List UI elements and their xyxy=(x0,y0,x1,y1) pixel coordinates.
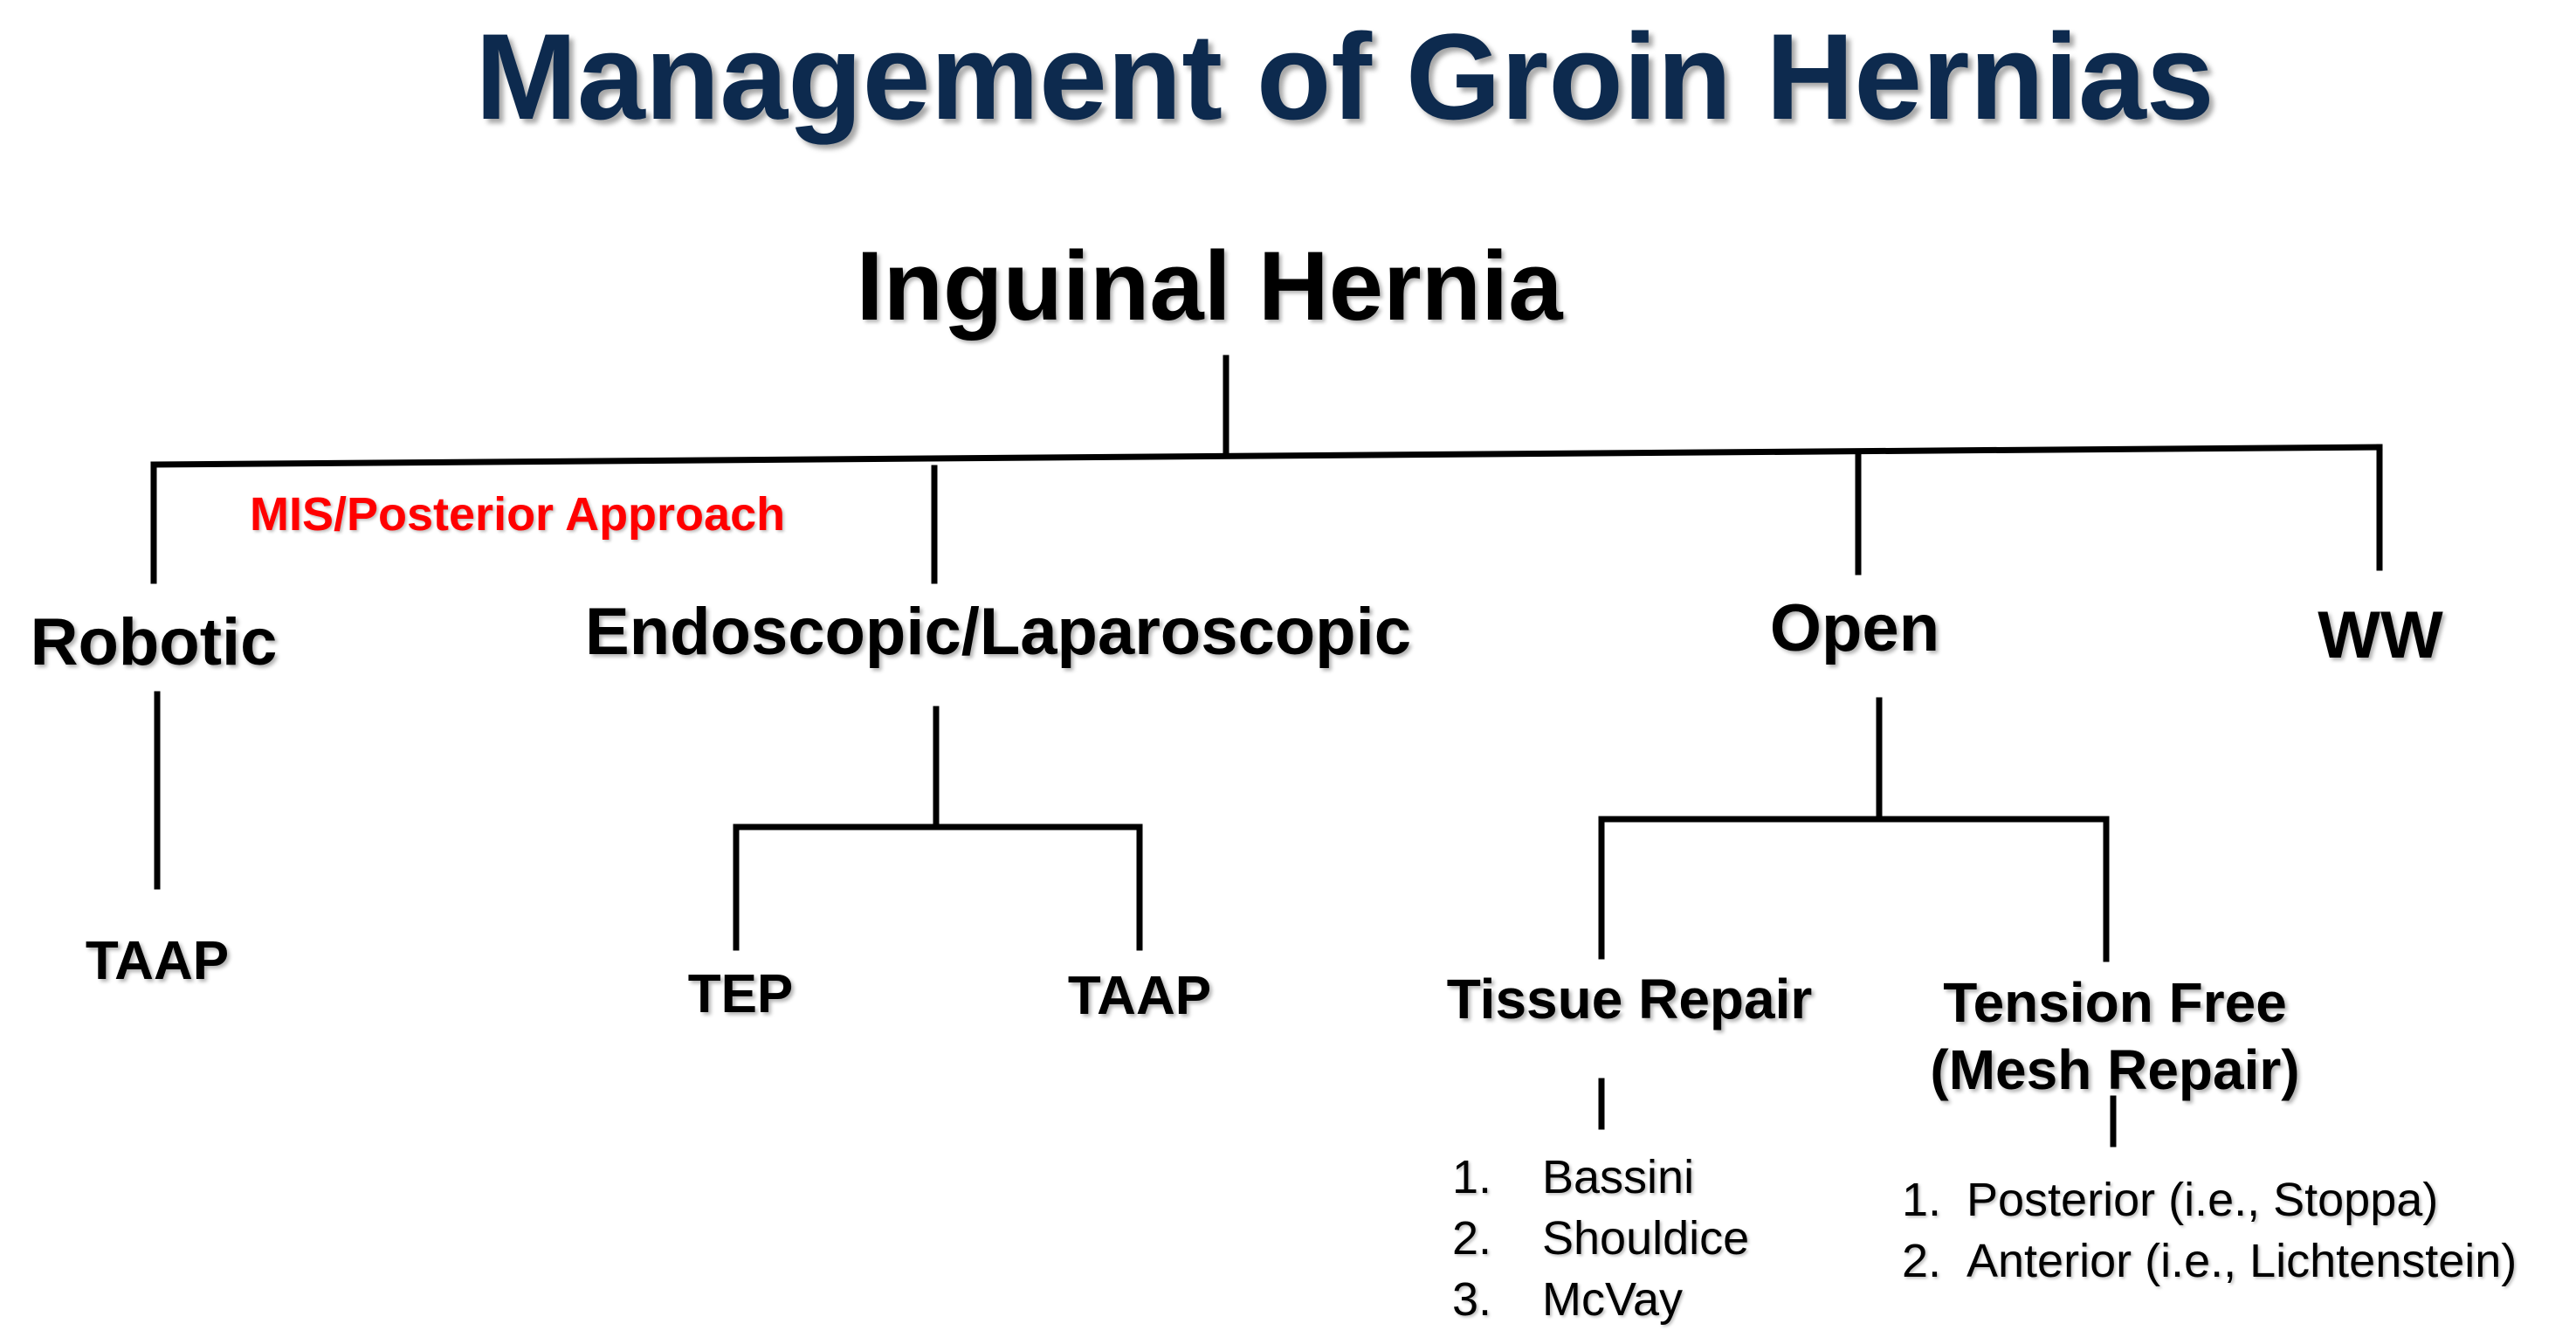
node-endoscopic-laparoscopic: Endoscopic/Laparoscopic xyxy=(585,595,1411,669)
node-robotic-taap: TAAP xyxy=(85,931,230,991)
main-bus-line xyxy=(150,444,2383,468)
mis-posterior-approach-annotation: MIS/Posterior Approach xyxy=(250,488,786,541)
list-item: 2. Anterior (i.e., Lichtenstein) xyxy=(1902,1237,2566,1299)
list-item-text: McVay xyxy=(1542,1273,1684,1326)
node-robotic: Robotic xyxy=(30,605,278,679)
list-item: 3. McVay xyxy=(1452,1276,1819,1337)
list-item-text: Anterior (i.e., Lichtenstein) xyxy=(1966,1235,2517,1287)
page-title: Management of Groin Hernias xyxy=(475,8,2214,145)
list-item-text: Bassini xyxy=(1542,1151,1695,1203)
tissue-repair-list: 1. Bassini 2. Shouldice 3. McVay xyxy=(1452,1154,1819,1337)
tension-free-line1: Tension Free xyxy=(1943,971,2287,1034)
list-item-number: 1. xyxy=(1452,1151,1492,1203)
list-item: 1. Bassini xyxy=(1452,1154,1819,1215)
node-tep: TEP xyxy=(687,964,794,1024)
list-item-number: 2. xyxy=(1902,1235,1942,1287)
list-item-number: 3. xyxy=(1452,1273,1492,1326)
node-endoscopic-taap: TAAP xyxy=(1067,966,1212,1026)
list-item-text: Posterior (i.e., Stoppa) xyxy=(1966,1174,2439,1226)
node-tissue-repair: Tissue Repair xyxy=(1446,968,1813,1030)
list-item-number: 2. xyxy=(1452,1212,1492,1265)
node-tension-free-mesh-repair: Tension Free (Mesh Repair) xyxy=(1930,969,2299,1104)
list-item: 1. Posterior (i.e., Stoppa) xyxy=(1902,1176,2566,1237)
root-node-inguinal-hernia: Inguinal Hernia xyxy=(856,231,1563,341)
node-ww: WW xyxy=(2318,598,2443,672)
list-item-text: Shouldice xyxy=(1542,1212,1750,1265)
list-item-number: 1. xyxy=(1902,1174,1942,1226)
node-open: Open xyxy=(1769,591,1940,665)
mesh-repair-list: 1. Posterior (i.e., Stoppa) 2. Anterior … xyxy=(1902,1176,2566,1299)
tension-free-line2: (Mesh Repair) xyxy=(1930,1037,2300,1101)
list-item: 2. Shouldice xyxy=(1452,1215,1819,1276)
